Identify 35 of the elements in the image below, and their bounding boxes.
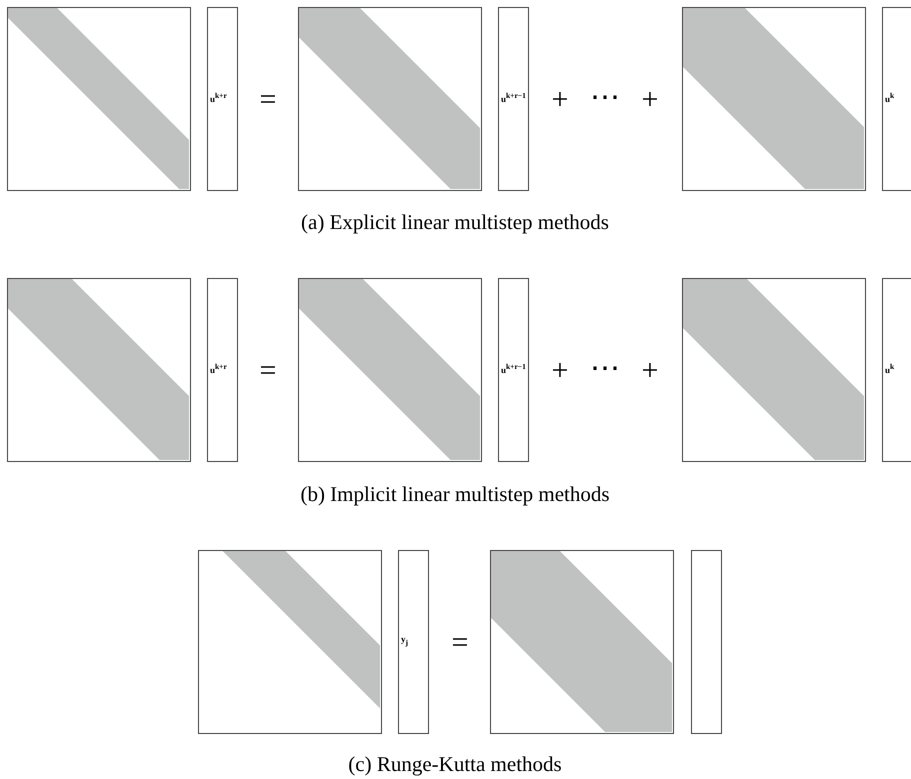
vector-label: u$^{k}$ — [885, 92, 894, 104]
ellipsis: ⋯ — [590, 354, 620, 384]
vector-label: u$^{k+r−1}$ — [501, 92, 526, 104]
vector-box — [207, 7, 238, 191]
caption: (a) Explicit linear multistep methods — [301, 210, 609, 235]
vector-label: u$^{k+r−1}$ — [501, 363, 526, 375]
vector-box — [691, 550, 722, 734]
plus-sign: + — [552, 85, 568, 115]
plus-sign: + — [642, 356, 658, 386]
banded-matrix-drawing — [682, 7, 866, 191]
vector-box — [498, 278, 529, 462]
caption: (b) Implicit linear multistep methods — [300, 482, 610, 507]
ellipsis: ⋯ — [590, 83, 620, 113]
vector-box — [207, 278, 238, 462]
equals-sign: = — [260, 356, 276, 386]
plus-sign: + — [552, 356, 568, 386]
vector-label: u$^{k+r}$ — [210, 363, 227, 375]
vector-box — [882, 278, 911, 462]
banded-matrix-drawing — [490, 550, 674, 734]
banded-matrix-drawing — [198, 550, 382, 734]
banded-matrix-drawing — [298, 7, 482, 191]
vector-box — [882, 7, 911, 191]
vector-label: y$_{j}$ — [401, 635, 408, 646]
banded-matrix-drawing — [682, 278, 866, 462]
banded-matrix-drawing — [298, 278, 482, 462]
equals-sign: = — [260, 85, 276, 115]
vector-box — [498, 7, 529, 191]
banded-matrix-drawing — [7, 278, 191, 462]
vector-label: u$^{k+r}$ — [210, 92, 227, 104]
equals-sign: = — [452, 628, 468, 658]
vector-label: u$^{k}$ — [885, 363, 894, 375]
banded-matrix-drawing — [7, 7, 191, 191]
plus-sign: + — [642, 85, 658, 115]
caption: (c) Runge-Kutta methods — [348, 752, 562, 777]
vector-box — [398, 550, 429, 734]
